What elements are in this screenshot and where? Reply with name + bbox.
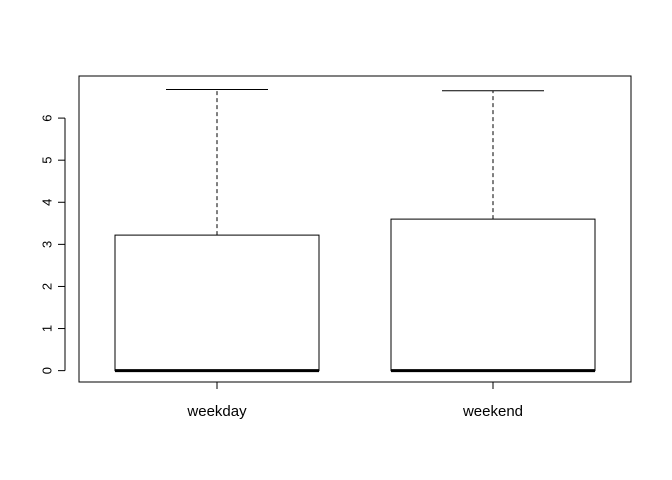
y-tick-label: 1 [39,325,54,332]
y-tick-label: 3 [39,241,54,248]
y-tick-label: 0 [39,367,54,374]
x-axis: weekday weekend [186,381,523,420]
box-weekend [390,90,596,373]
box-series [114,88,596,373]
box-body [114,234,320,372]
x-tick-label: weekday [186,403,247,420]
y-tick-label: 6 [39,114,54,121]
box-weekday [114,88,320,373]
y-tick-label: 4 [39,199,54,206]
y-tick-label: 2 [39,283,54,290]
x-tick-label: weekend [462,403,523,420]
y-tick-label: 5 [39,157,54,164]
y-axis: 0 1 2 3 4 5 6 [39,114,66,374]
box-body [390,218,596,372]
